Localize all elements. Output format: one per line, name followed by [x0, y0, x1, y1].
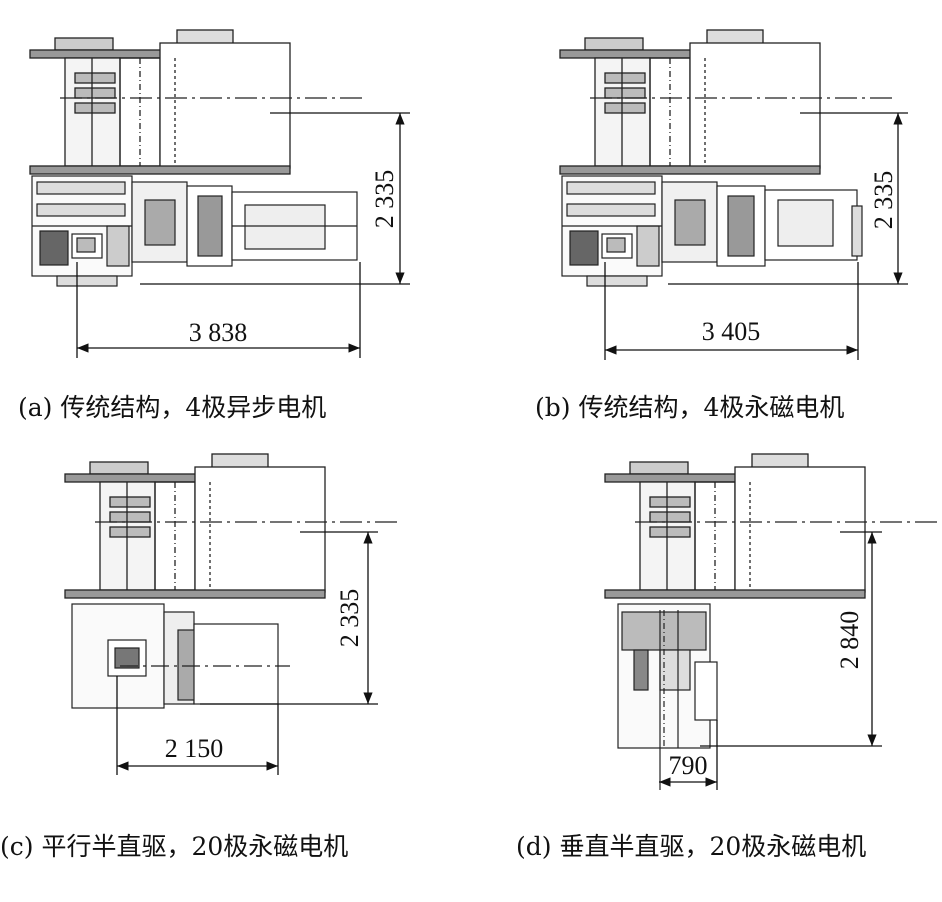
panel-b-width-dim: 3 405 [702, 317, 761, 346]
panel-b-caption: (b) 传统结构，4极永磁电机 [535, 393, 845, 422]
panel-d-caption: (d) 垂直半直驱，20极永磁电机 [516, 832, 867, 861]
panel-d-height-dim: 2 840 [835, 611, 864, 670]
panel-b-height-dim: 2 335 [869, 171, 898, 230]
panel-b-drawing: 3 405 2 335 [559, 29, 908, 360]
panel-c-width-dim: 2 150 [165, 734, 224, 763]
panel-a-width-dim: 3 838 [189, 318, 248, 347]
panel-a-height-dim: 2 335 [370, 170, 399, 229]
panel-c-drawing: 2 150 2 335 [64, 453, 401, 775]
panel-d-width-dim: 790 [669, 751, 708, 780]
panel-c-height-dim: 2 335 [335, 589, 364, 648]
panel-c-caption: (c) 平行半直驱，20极永磁电机 [0, 832, 349, 861]
panel-a-caption: (a) 传统结构，4极异步电机 [18, 393, 327, 422]
panel-d-drawing: 790 2 840 [604, 453, 941, 790]
panel-a-drawing: 3 838 2 335 [29, 29, 410, 358]
